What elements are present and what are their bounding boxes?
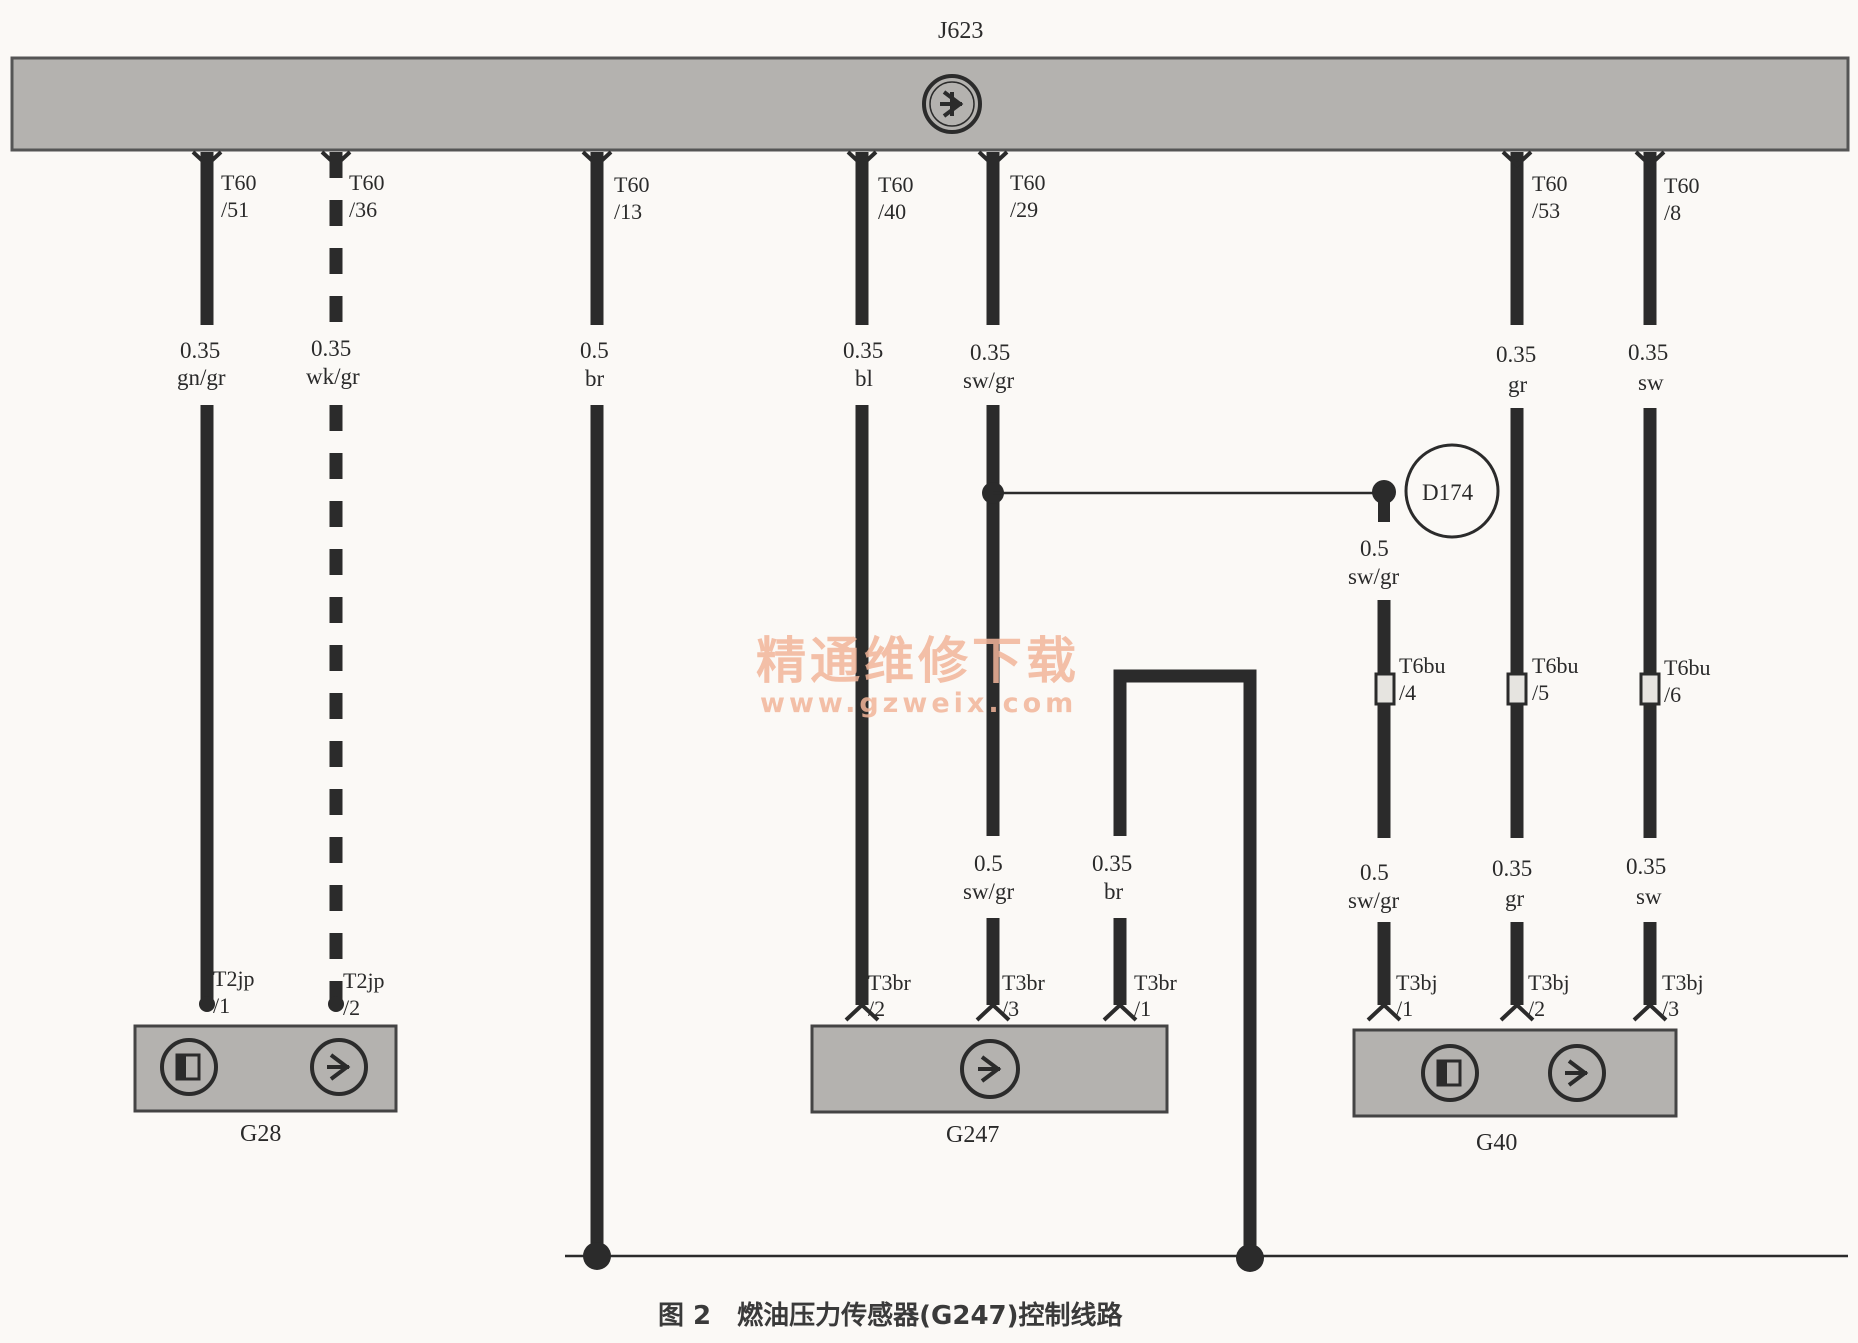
wire-color-low: sw/gr — [963, 879, 1014, 904]
pin-bottom-num: /1 — [1396, 996, 1413, 1021]
actuator-icon — [1421, 1044, 1479, 1102]
pin-bottom-label: T2jp — [343, 968, 385, 993]
wire-size: 0.35 — [1092, 851, 1132, 876]
component-label: G40 — [1476, 1130, 1517, 1156]
pin-bottom-num: /2 — [343, 995, 360, 1020]
pin-bottom-label: T2jp — [213, 966, 255, 991]
wire-color-low: gr — [1505, 886, 1525, 911]
wire-color: sw — [1638, 370, 1664, 395]
wire-ground: 0.35 br T3br /1 — [1092, 669, 1257, 1256]
wire-w13: T60 /13 0.5 br — [580, 150, 649, 1256]
wire-size: 0.35 — [970, 340, 1010, 365]
pin-top-num: /29 — [1010, 197, 1038, 222]
component-label: G28 — [240, 1121, 281, 1147]
pin-top-num: /8 — [1664, 200, 1681, 225]
pin-bottom-label: T3br — [1002, 970, 1045, 995]
wire-w8: T60 /8 0.35 sw T6bu /6 0.35 sw T3bj /3 — [1626, 150, 1710, 1022]
wire-d174-branch: 0.5 sw/gr T6bu /4 0.5 sw/gr T3bj /1 — [1348, 536, 1445, 1022]
pin-bottom-label: T3bj — [1662, 970, 1704, 995]
component-g40: G40 — [1352, 1028, 1678, 1156]
wire-color: sw/gr — [1348, 564, 1399, 589]
wire-size: 0.35 — [1496, 342, 1536, 367]
wire-size: 0.5 — [580, 338, 609, 363]
wire-w51: T60 /51 0.35 gn/gr T2jp /1 — [177, 150, 256, 1018]
pin-bottom-label: T3bj — [1396, 970, 1438, 995]
pin-bottom-num: /2 — [1528, 996, 1545, 1021]
wire-size-low: 0.5 — [1360, 860, 1389, 885]
pin-bottom-label: T3br — [1134, 970, 1177, 995]
watermark-title: 精通维修下载 — [756, 632, 1080, 690]
wire-color-low: sw — [1636, 884, 1662, 909]
inline-pin-label: T6bu — [1532, 653, 1578, 678]
inline-pin-num: /5 — [1532, 680, 1549, 705]
pin-top-label: T60 — [1532, 171, 1567, 196]
wire-size: 0.35 — [843, 338, 883, 363]
wire-color-low: sw/gr — [1348, 888, 1399, 913]
watermark: 精通维修下载 www.gzweix.com — [756, 632, 1080, 719]
pin-top-num: /40 — [878, 199, 906, 224]
sensor-icon — [1548, 1044, 1606, 1102]
ecu-label: J623 — [938, 18, 983, 44]
figure-caption: 图 2 燃油压力传感器(G247)控制线路 — [658, 1300, 1124, 1331]
inline-connector-icon — [1506, 672, 1528, 706]
inline-pin-label: T6bu — [1399, 653, 1445, 678]
pin-top-label: T60 — [1010, 170, 1045, 195]
pin-top-num: /53 — [1532, 198, 1560, 223]
wire-size: 0.5 — [1360, 536, 1389, 561]
wire-size-low: 0.35 — [1492, 856, 1532, 881]
splice-d174: D174 — [993, 443, 1500, 539]
wire-color: sw/gr — [963, 368, 1014, 393]
pin-bottom-label: T3br — [868, 970, 911, 995]
ground-bus — [565, 1242, 1848, 1272]
inline-connector-icon — [1639, 672, 1661, 706]
pin-top-label: T60 — [1664, 173, 1699, 198]
component-g247: G247 — [810, 1024, 1169, 1148]
pin-top-label: T60 — [878, 172, 913, 197]
splice-label: D174 — [1422, 480, 1474, 505]
wire-color: gr — [1508, 372, 1528, 397]
wire-size: 0.35 — [1628, 340, 1668, 365]
wire-color: br — [1104, 879, 1124, 904]
ecu-j623: J623 — [10, 18, 1850, 152]
wire-size: 0.35 — [311, 336, 351, 361]
wire-w53: T60 /53 0.35 gr T6bu /5 0.35 gr T3bj /2 — [1492, 150, 1578, 1022]
pin-bottom-num: /3 — [1002, 996, 1019, 1021]
wire-color: bl — [855, 366, 873, 391]
ecu-sensor-icon — [922, 74, 982, 134]
pin-top-label: T60 — [614, 172, 649, 197]
pin-top-num: /13 — [614, 199, 642, 224]
pin-top-num: /36 — [349, 197, 377, 222]
inline-pin-num: /4 — [1399, 680, 1416, 705]
actuator-icon — [160, 1038, 218, 1096]
wire-w36: T60 /36 0.35 wk/gr T2jp /2 — [306, 150, 385, 1020]
pin-top-label: T60 — [221, 170, 256, 195]
wire-color: wk/gr — [306, 364, 360, 389]
pin-bottom-num: /3 — [1662, 996, 1679, 1021]
component-label: G247 — [946, 1122, 999, 1148]
wire-w29: T60 /29 0.35 sw/gr 0.5 sw/gr T3br /3 — [963, 150, 1045, 1022]
wire-size: 0.35 — [180, 338, 220, 363]
inline-connector-icon — [1374, 672, 1396, 706]
pin-top-num: /51 — [221, 197, 249, 222]
pin-bottom-label: T3bj — [1528, 970, 1570, 995]
pin-top-label: T60 — [349, 170, 384, 195]
inline-pin-num: /6 — [1664, 682, 1681, 707]
sensor-icon — [310, 1038, 368, 1096]
wire-color: br — [585, 366, 605, 391]
wire-color: gn/gr — [177, 365, 226, 390]
wire-size-low: 0.35 — [1626, 854, 1666, 879]
inline-pin-label: T6bu — [1664, 655, 1710, 680]
component-g28: G28 — [133, 1024, 398, 1147]
pin-bottom-num: /2 — [868, 996, 885, 1021]
pin-bottom-num: /1 — [1134, 996, 1151, 1021]
pin-bottom-num: /1 — [213, 993, 230, 1018]
wire-w40: T60 /40 0.35 bl T3br /2 — [843, 150, 913, 1022]
watermark-url: www.gzweix.com — [760, 688, 1077, 719]
wire-size-low: 0.5 — [974, 851, 1003, 876]
sensor-icon — [960, 1039, 1020, 1099]
